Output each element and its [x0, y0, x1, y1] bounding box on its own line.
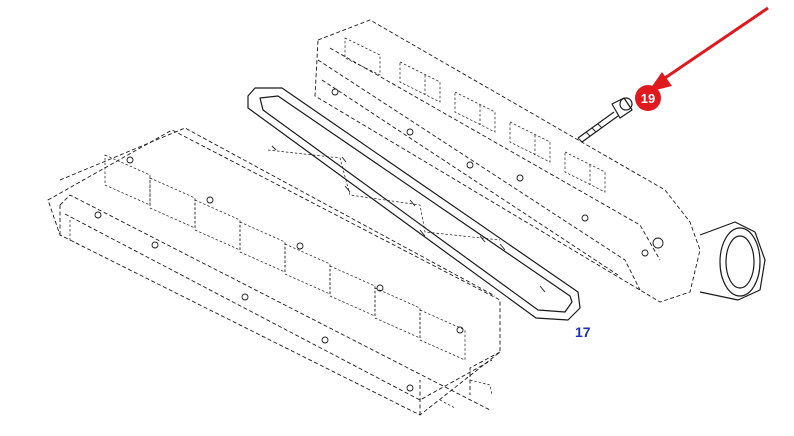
cylinder-head: [47, 127, 501, 416]
callout-19-label: 19: [641, 91, 655, 106]
stud-bolt: [577, 97, 633, 143]
gasket: [247, 87, 581, 321]
callout-17: 17: [575, 324, 591, 340]
red-pointer-arrow: [648, 6, 769, 92]
intake-manifold: [314, 19, 766, 303]
callout-19: 19: [635, 85, 661, 111]
